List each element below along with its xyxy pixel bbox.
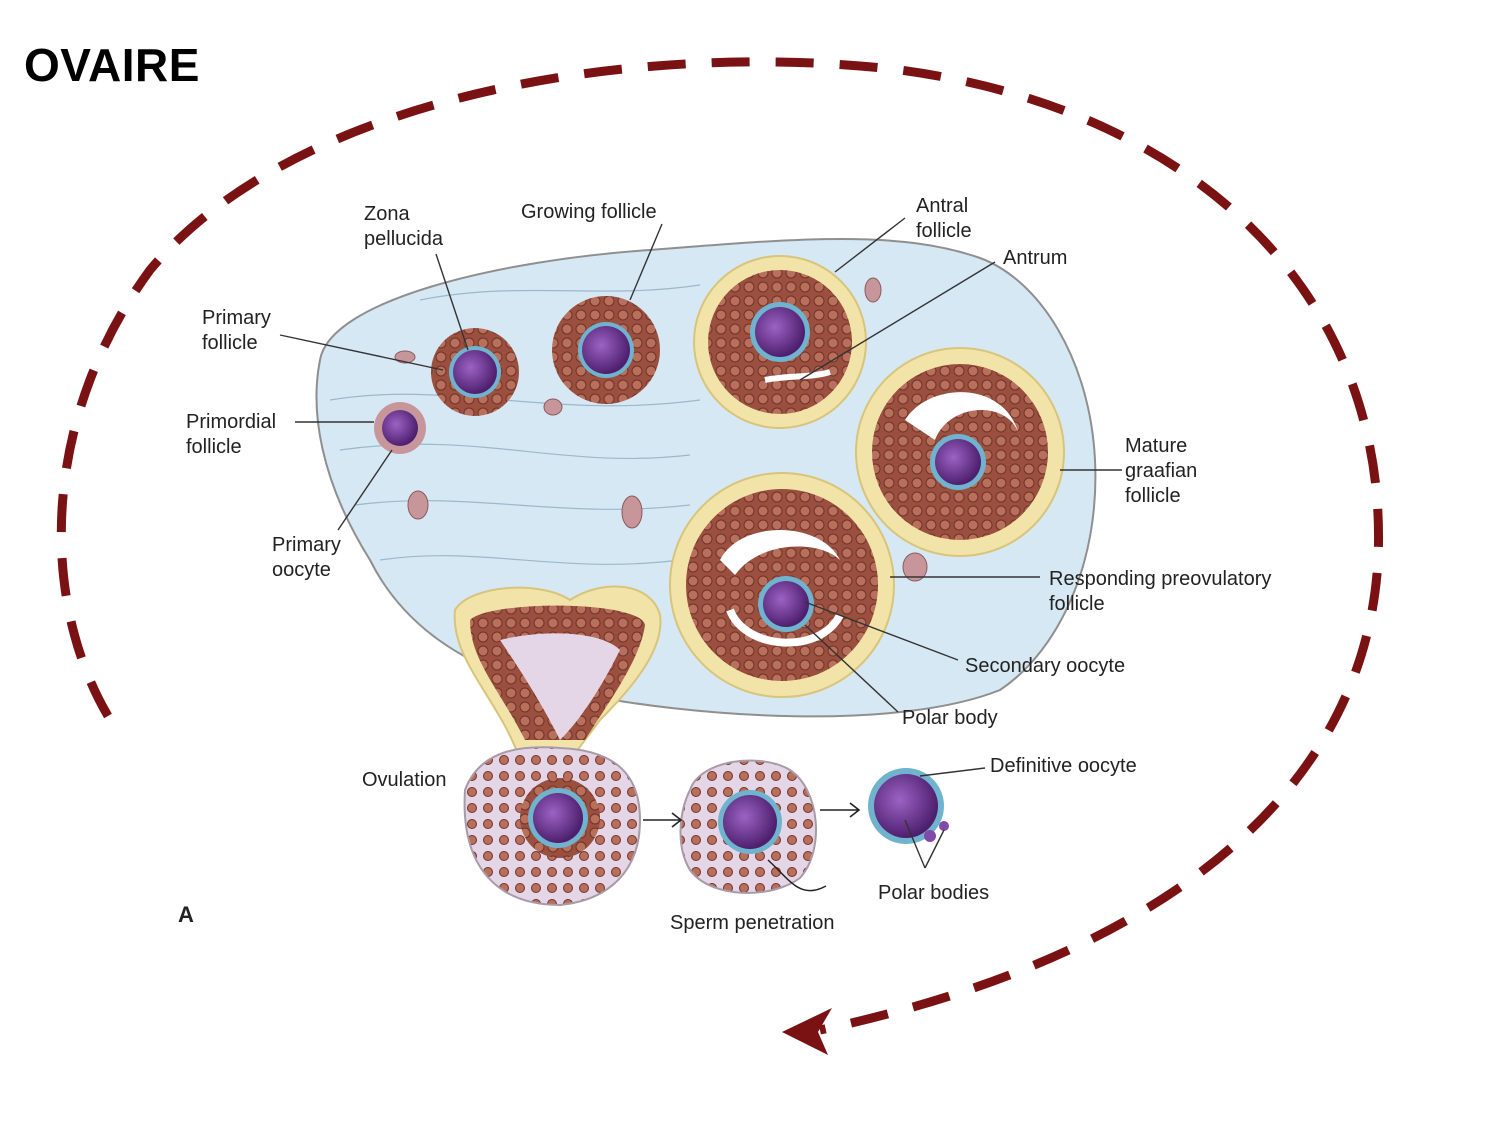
- label-ovulation: Ovulation: [362, 769, 447, 791]
- definitive-oocyte: [868, 768, 949, 844]
- mature-graafian-follicle: [855, 347, 1065, 557]
- label-sperm-penetration: Sperm penetration: [670, 912, 835, 934]
- antral-follicle: [693, 255, 867, 429]
- primordial-follicle: [374, 402, 426, 454]
- growing-follicle: [552, 296, 660, 404]
- sperm-penetration-oocyte: [679, 759, 827, 894]
- panel-letter: A: [178, 902, 194, 927]
- label-primary-follicle: Primary follicle: [202, 307, 276, 354]
- leader-lines: [279, 217, 1122, 869]
- stroma-cells: [394, 277, 928, 582]
- label-growing-follicle: Growing follicle: [521, 201, 657, 223]
- label-zona-pellucida: Zona pellucida: [364, 203, 444, 250]
- cycle-dashed-arrow: [56, 57, 1384, 1035]
- ovulating-follicle: [453, 585, 662, 907]
- responding-preovulatory-follicle: [669, 472, 895, 698]
- label-definitive-oocyte: Definitive oocyte: [990, 755, 1137, 777]
- label-primordial-follicle: Primordial follicle: [186, 411, 282, 458]
- label-mature-graafian-follicle: Mature graafian follicle: [1125, 435, 1203, 507]
- label-primary-oocyte: Primary oocyte: [272, 534, 346, 581]
- page-title: OVAIRE: [24, 39, 200, 91]
- label-antral-follicle: Antral follicle: [916, 195, 974, 242]
- label-polar-body: Polar body: [902, 707, 998, 729]
- process-arrows: [643, 802, 861, 828]
- label-responding-preovulatory-follicle: Responding preovulatory follicle: [1049, 568, 1277, 615]
- label-polar-bodies: Polar bodies: [878, 882, 989, 904]
- label-secondary-oocyte: Secondary oocyte: [965, 655, 1125, 677]
- primary-follicle: [431, 328, 519, 416]
- label-antrum: Antrum: [1003, 247, 1067, 269]
- cycle-arrowhead: [782, 1008, 832, 1055]
